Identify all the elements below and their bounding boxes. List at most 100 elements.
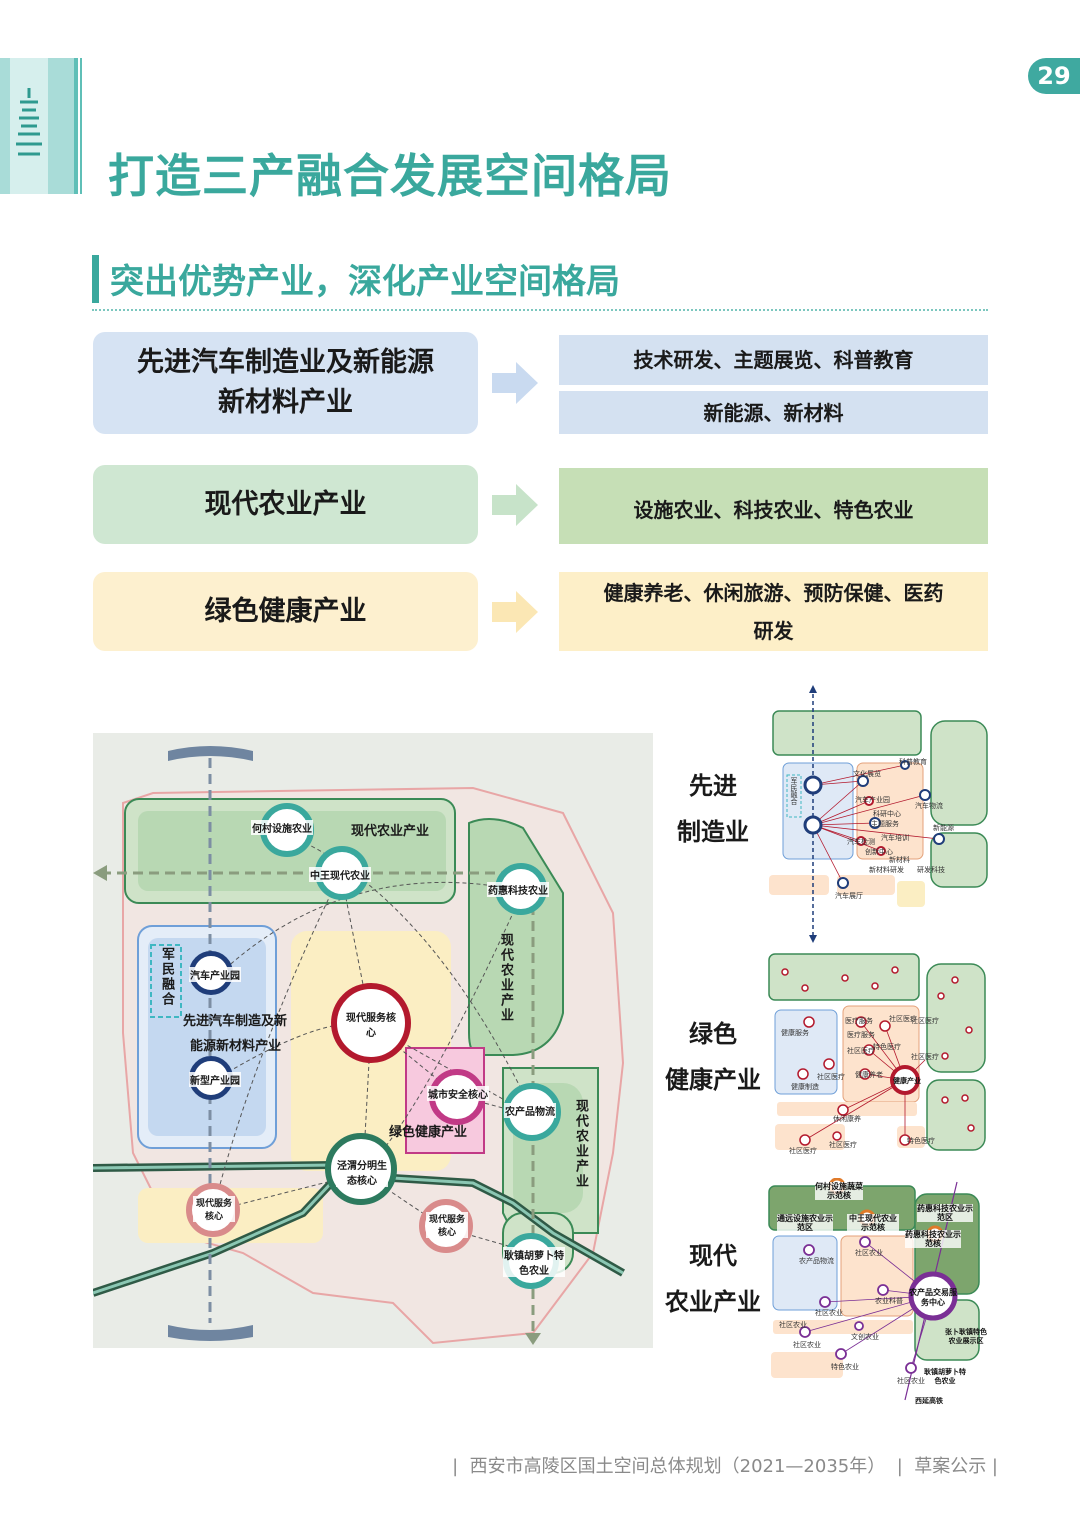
- diagram2-svg: [768, 953, 986, 1151]
- d3-yaohui2: 药惠科技农业示范核: [905, 1230, 961, 1248]
- diagram3-label-line2: 农业产业: [665, 1288, 761, 1316]
- auto-detail-1: 技术研发、主题展览、科普教育: [559, 335, 988, 385]
- d3-tongyuan: 通远设施农业示范区: [777, 1214, 833, 1232]
- diagram1-label-line2: 制造业: [677, 818, 749, 846]
- agri-detail: 设施农业、科技农业、特色农业: [559, 468, 988, 544]
- d1-tiny-12: 新材料研发: [869, 866, 904, 874]
- label-zhongwang: 中王现代农业: [309, 867, 371, 882]
- diagram-manufacturing: 军民融合 文化展览 科普教育 汽车产业园 科研中心 主题服务 汽车物流 汽车检测…: [765, 685, 990, 943]
- label-hecun: 何村设施农业: [251, 820, 313, 835]
- industry-agri-label: 现代农业产业: [204, 488, 367, 520]
- d3-rail: 西延高铁: [915, 1397, 943, 1405]
- page-number: 29: [1028, 58, 1080, 94]
- label-new-park: 新型产业园: [189, 1072, 241, 1087]
- d1-tiny-3: 汽车产业园: [855, 796, 890, 804]
- footer-tag: 草案公示: [914, 1456, 987, 1477]
- d2-tiny-14: 社区医疗: [911, 1017, 939, 1025]
- label-service-core-s: 现代服务核心: [426, 1212, 468, 1238]
- d3-zhongwang: 中王现代农业示范核: [847, 1214, 899, 1232]
- label-service-core-w: 现代服务核心: [193, 1196, 235, 1222]
- subtitle-bar: [92, 255, 99, 303]
- diagram1-svg: [769, 685, 988, 943]
- d2-tiny-10: 休闲康养: [833, 1115, 861, 1123]
- pagoda-logo-icon: [16, 88, 42, 156]
- industry-auto-line1: 先进汽车制造业及新能源: [137, 347, 434, 378]
- side-tab-inner: [10, 58, 48, 194]
- industry-auto-line2: 新材料产业: [218, 387, 353, 418]
- d1-tiny-9: 新能源: [933, 824, 954, 832]
- diagram3-label: 现代 农业产业: [660, 1233, 766, 1325]
- side-accent-bar: [74, 58, 78, 194]
- d2-tiny-11: 社区医疗: [789, 1147, 817, 1155]
- d2-tiny-3: 医疗服务: [847, 1031, 875, 1039]
- d3-tiny-4: 社区农业: [793, 1341, 821, 1349]
- d2-core-label: 健康产业: [893, 1077, 921, 1085]
- diagram-agriculture: 何村设施蔬菜示范核 通远设施农业示范区 中王现代农业示范核 药惠科技农业示范区 …: [765, 1177, 990, 1408]
- d2-tiny-12: 社区医疗: [829, 1141, 857, 1149]
- diagram-health: 健康服务 医疗服务 社区医疗 医疗服务 社区医疗 特色医疗 健康制造 社区医疗 …: [765, 950, 990, 1172]
- footer-sep-left: |: [452, 1456, 470, 1477]
- d2-tiny-13: 特色医疗: [907, 1137, 935, 1145]
- industry-layout-map: 何村设施农业 现代农业产业 中王现代农业 药惠科技农业 军民融合 汽车产业园 先…: [93, 733, 653, 1348]
- d1-tiny-5: 主题服务: [871, 820, 899, 828]
- d3-tiny-3: 农业科普: [875, 1297, 903, 1305]
- page-title: 打造三产融合发展空间格局: [108, 149, 672, 203]
- d2-tiny-0: 健康服务: [781, 1029, 809, 1037]
- d1-tiny-1: 文化展览: [853, 770, 881, 778]
- d3-yaohui: 药惠科技农业示范区: [917, 1204, 973, 1222]
- diagram1-label-line1: 先进: [689, 772, 737, 800]
- footer-text: 西安市高陵区国土空间总体规划（2021—2035年）: [469, 1456, 886, 1477]
- label-adv-auto-1: 先进汽车制造及新: [183, 1014, 288, 1029]
- footer-sep-mid: |: [885, 1456, 915, 1477]
- d1-tiny-10: 汽车培训: [881, 834, 909, 842]
- d2-tiny-4: 社区医疗: [847, 1047, 875, 1055]
- health-detail-line2: 研发: [753, 618, 794, 643]
- label-modern-agri-right: 现代农业产业: [573, 1099, 588, 1189]
- label-jingwei: 泾渭分明生态核心: [336, 1157, 388, 1187]
- label-auto-park: 汽车产业园: [189, 967, 241, 982]
- d2-tiny-5: 特色医疗: [873, 1043, 901, 1051]
- d2-tiny-8: 健康养老: [855, 1071, 883, 1079]
- label-yaohui: 药惠科技农业: [487, 882, 549, 897]
- d3-tiny-7: 特色农业: [831, 1363, 859, 1371]
- industry-box-agri: 现代农业产业: [93, 465, 478, 544]
- label-green-health: 绿色健康产业: [389, 1125, 468, 1140]
- label-gengzhen: 耿镇胡萝卜特色农业: [503, 1247, 565, 1277]
- d1-tiny-8: 创新中心: [865, 848, 893, 856]
- d3-hecun: 何村设施蔬菜示范核: [815, 1182, 863, 1200]
- d2-tiny-9: 社区医疗: [911, 1053, 939, 1061]
- footer-sep-right: |: [986, 1456, 998, 1477]
- industry-health-label: 绿色健康产业: [204, 595, 367, 627]
- arrow-right-icon: [492, 591, 538, 633]
- d1-tiny-14: 汽车展厅: [835, 892, 863, 900]
- label-junmin: 军民融合: [159, 947, 174, 1007]
- agri-detail-text: 设施农业、科技农业、特色农业: [633, 498, 914, 522]
- industry-box-auto: 先进汽车制造业及新能源 新材料产业: [93, 332, 478, 434]
- auto-detail-2: 新能源、新材料: [559, 391, 988, 434]
- diagram3-label-line1: 现代: [689, 1242, 737, 1270]
- arrow-right-icon: [492, 484, 538, 526]
- d3-tiny-8: 社区农业: [897, 1377, 925, 1385]
- d1-tiny-11: 新材料: [889, 856, 910, 864]
- d2-tiny-2: 社区医疗: [889, 1015, 917, 1023]
- diagram1-label: 先进 制造业: [660, 763, 766, 855]
- d1-tiny-6: 汽车物流: [915, 802, 943, 810]
- d1-tiny-7: 汽车检测: [847, 838, 875, 846]
- label-modern-agri-mid: 现代农业产业: [498, 933, 513, 1023]
- arrow-right-icon: [492, 362, 538, 404]
- diagram2-label-line2: 健康产业: [665, 1066, 761, 1094]
- diagram2-label: 绿色 健康产业: [660, 1011, 766, 1103]
- d1-tiny-4: 科研中心: [873, 810, 901, 818]
- d3-zhangbu: 张卜耿镇特色农业展示区: [945, 1328, 987, 1345]
- d3-gengzhen: 耿镇胡萝卜特色农业: [924, 1368, 966, 1385]
- section-subtitle: 突出优势产业，深化产业空间格局: [110, 262, 620, 302]
- label-city-safety: 城市安全核心: [427, 1086, 489, 1101]
- d3-tiny-2: 社区农业: [815, 1309, 843, 1317]
- label-agri-logistics: 农产品物流: [504, 1103, 556, 1118]
- footer: | 西安市高陵区国土空间总体规划（2021—2035年） | 草案公示 |: [452, 1452, 998, 1478]
- label-service-core: 现代服务核心: [345, 1009, 397, 1039]
- side-accent-bar-thin: [80, 58, 82, 194]
- d2-tiny-1: 医疗服务: [845, 1017, 873, 1025]
- d1-tiny-0: 军民融合: [790, 777, 798, 805]
- d3-center: 农产品交易服务中心: [909, 1288, 957, 1307]
